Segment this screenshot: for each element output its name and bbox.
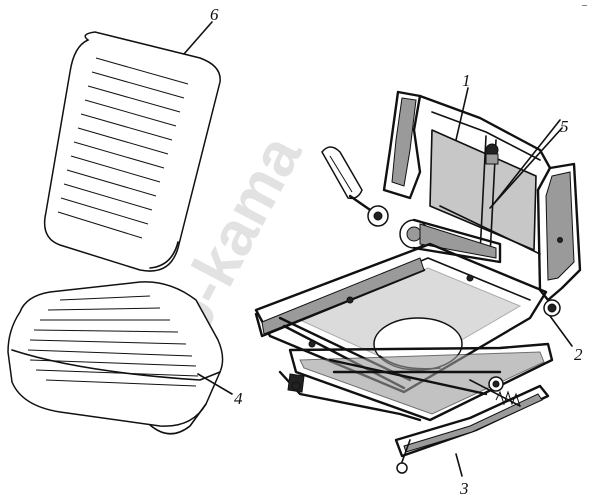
callout-5: 5 xyxy=(560,117,569,136)
backrest-ribs xyxy=(57,57,189,239)
callout-4: 4 xyxy=(234,389,243,408)
backrest-cushion xyxy=(43,31,221,272)
callout-6: 6 xyxy=(210,5,219,24)
seat-frame xyxy=(254,90,582,474)
callout-leaders xyxy=(183,21,573,477)
corner-mark: – xyxy=(581,0,588,11)
callout-3: 3 xyxy=(459,479,469,498)
callout-2: 2 xyxy=(574,345,583,364)
callout-1: 1 xyxy=(462,71,471,90)
recline-lever xyxy=(321,146,389,227)
seat-ribs xyxy=(27,295,199,387)
seat-cushion xyxy=(7,281,224,435)
